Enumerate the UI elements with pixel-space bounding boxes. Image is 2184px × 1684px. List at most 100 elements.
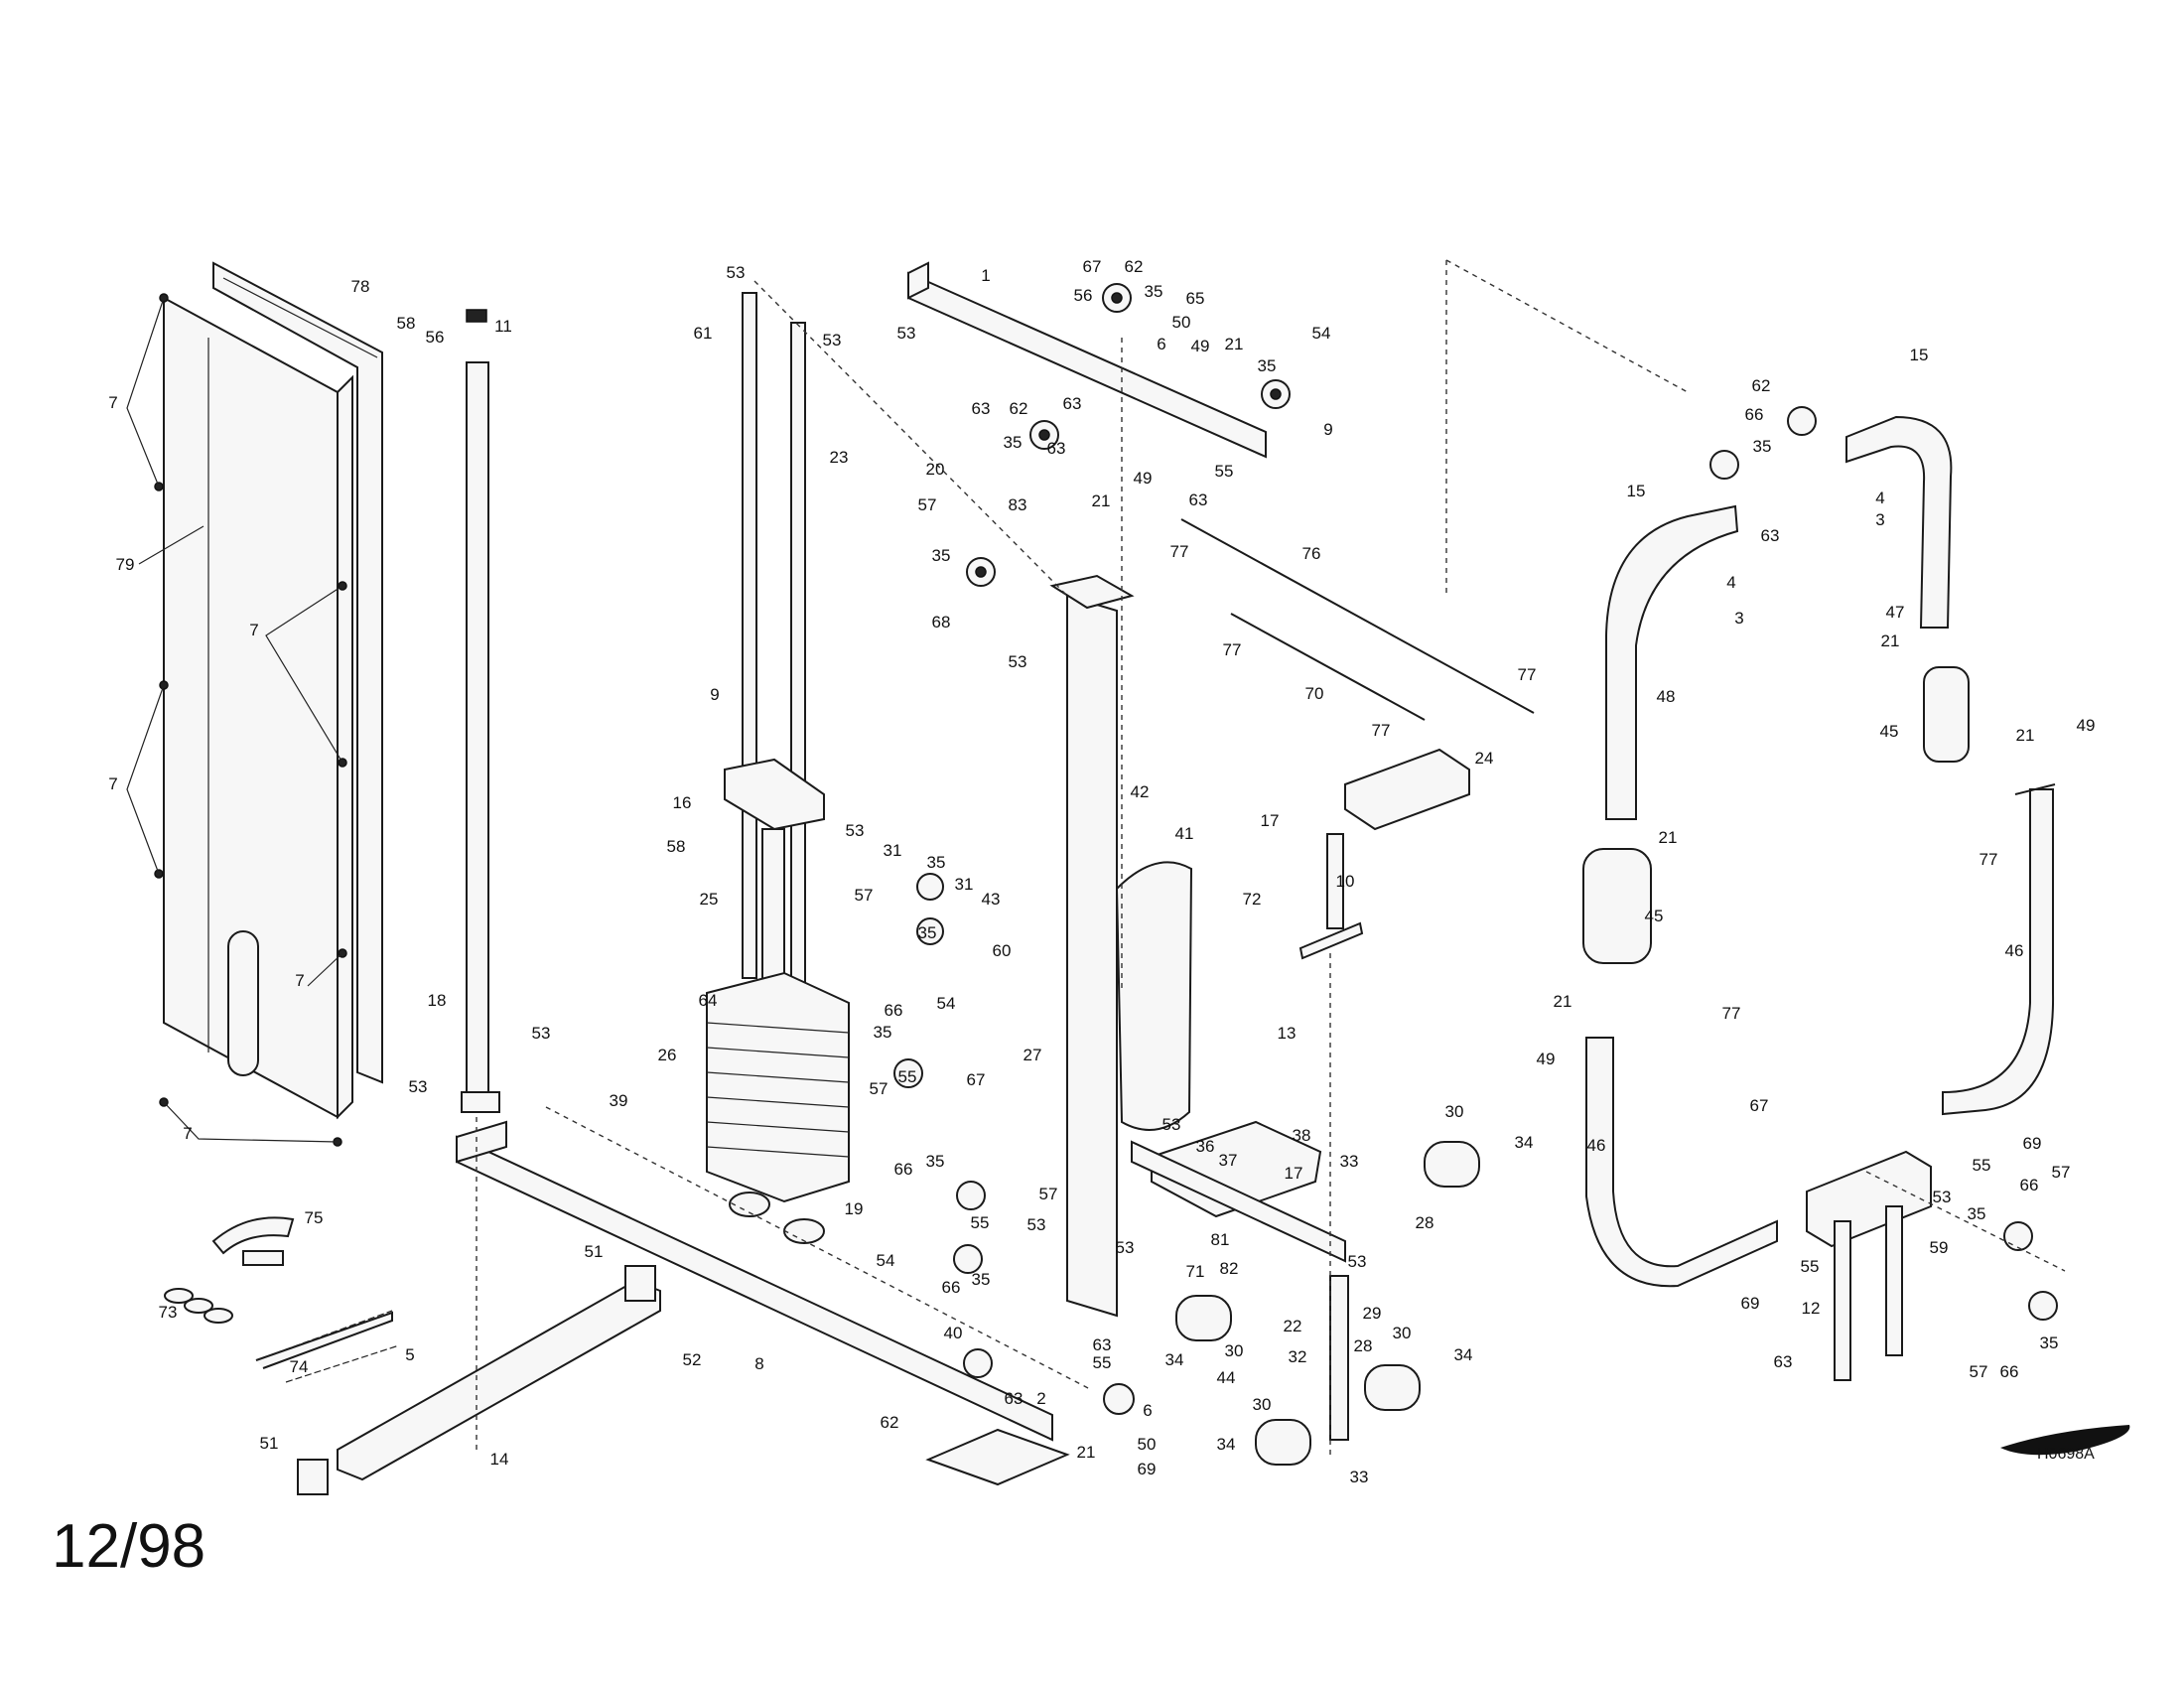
shroud-frame-78 [212,261,383,1084]
dashed-routes [476,259,2066,1460]
part-callout: 6 [1143,1401,1152,1420]
part-callout: 62 [881,1413,899,1432]
frame-46-right [1942,783,2056,1116]
part-callout: 83 [1009,495,1027,514]
part-callout: 51 [260,1434,279,1453]
part-callout: 68 [932,613,951,632]
part-callout: 12 [1802,1299,1821,1318]
part-callout: 55 [1973,1156,1991,1175]
part-callout: 27 [1024,1046,1042,1064]
part-callout: 58 [397,314,416,333]
part-callout: 63 [1774,1352,1793,1371]
part-callout: 66 [894,1160,913,1179]
part-callout: 60 [993,941,1012,960]
part-callout: 8 [754,1354,763,1373]
seat-13 [1151,1120,1322,1218]
part-callout: 82 [1220,1259,1239,1278]
part-callout: 45 [1645,907,1664,925]
part-callout: 55 [898,1067,917,1086]
part-callout: 15 [1627,482,1646,500]
part-callout: 16 [673,793,692,812]
part-callout: 67 [1083,257,1102,276]
part-callout: 48 [1657,687,1676,706]
part-callout: 53 [532,1024,551,1043]
part-callout: 3 [1875,510,1884,529]
back-pad-41 [1115,861,1193,1131]
part-callout: 14 [490,1450,509,1469]
part-callout: 76 [1302,544,1321,563]
part-callout: 53 [846,821,865,840]
part-callout: 1 [981,266,990,285]
part-callout: 23 [830,448,849,467]
part-callout: 53 [897,324,916,343]
part-callout: 53 [1027,1215,1046,1234]
part-callout: 66 [1745,405,1764,424]
part-callout: 26 [658,1046,677,1064]
part-callout: 67 [967,1070,986,1089]
part-callout: 74 [290,1357,309,1376]
part-callout: 71 [1186,1262,1205,1281]
upright-42 [1049,574,1135,1318]
arm-48 [1605,504,1739,820]
part-callout: 56 [1074,286,1093,305]
part-callout: 75 [305,1208,324,1227]
chain-74 [255,1310,400,1383]
part-callout: 59 [1930,1238,1949,1257]
links-73 [164,1288,233,1324]
base-frame-8 [456,1120,1053,1442]
ink-scribble [2000,1425,2130,1456]
part-callout: 53 [727,263,746,282]
part-callout: 54 [937,994,956,1013]
part-callout: 53 [1348,1252,1367,1271]
base-bracket-12 [1806,1150,1932,1381]
part-callout: 53 [823,331,842,350]
part-callout: 54 [877,1251,895,1270]
leader-lines-left [126,297,343,1143]
part-callout: 69 [2023,1134,2042,1153]
leg-lever-29 [1329,1275,1349,1441]
part-callout: 17 [1261,811,1280,830]
pulleys-35 [893,283,2058,1415]
part-callout: 35 [1753,437,1772,456]
part-callout: 52 [683,1350,702,1369]
part-callout: 49 [1537,1050,1556,1068]
bumpers-19 [729,1192,825,1244]
foam-rollers-30 [1175,1141,1480,1466]
part-callout: 7 [295,971,304,990]
part-callout: 28 [1416,1213,1434,1232]
part-callout: 9 [710,685,719,704]
part-callout: 30 [1445,1102,1464,1121]
part-callout: 13 [1278,1024,1297,1043]
part-callout: 63 [1189,491,1208,509]
part-callout: 53 [409,1077,428,1096]
part-callout: 57 [918,495,937,514]
part-callout: 50 [1138,1435,1157,1454]
part-callout: 31 [955,875,974,894]
part-callout: 41 [1175,824,1194,843]
part-callout: 3 [1734,609,1743,628]
part-callout: 62 [1752,376,1771,395]
part-callout: 37 [1219,1151,1238,1170]
part-callout: 77 [1518,665,1537,684]
part-callout: 65 [1186,289,1205,308]
part-callout: 55 [971,1213,990,1232]
part-callout: 4 [1726,573,1735,592]
leg-pad-24 [1344,748,1470,831]
part-callout: 5 [405,1345,414,1364]
part-callout: 9 [1323,420,1332,439]
part-callout: 57 [870,1079,888,1098]
arm-47 [1845,415,1953,629]
part-callout: 30 [1225,1341,1244,1360]
part-callout: 32 [1289,1347,1307,1366]
part-callout: 66 [2000,1362,2019,1381]
part-callout: 21 [2016,726,2035,745]
part-callout: 42 [1131,782,1150,801]
foot-plate [925,1428,1070,1486]
frame-46-left [1585,1037,1778,1288]
part-callout: 35 [1145,282,1163,301]
part-callout: 79 [116,555,135,574]
seat-frame-36 [1131,1140,1346,1263]
part-callout: 30 [1253,1395,1272,1414]
part-callout: 21 [1225,335,1244,353]
